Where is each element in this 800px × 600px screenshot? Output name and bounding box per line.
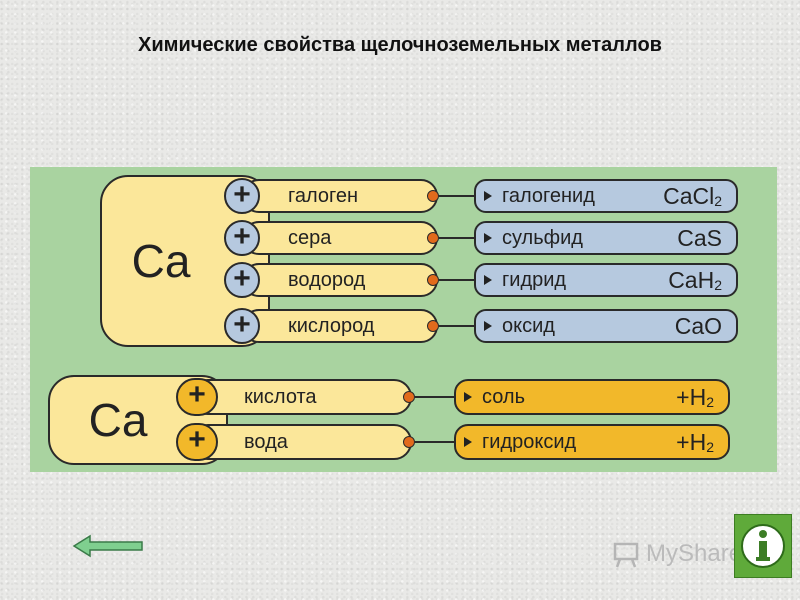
product-label: сульфид — [502, 226, 583, 249]
connector-line — [439, 237, 475, 239]
page-title: Химические свойства щелочноземельных мет… — [138, 34, 662, 56]
connector-dot — [403, 436, 415, 448]
reagent-pill: сера — [242, 221, 438, 255]
product-formula: CaO — [675, 313, 722, 340]
product-box: гидрид CaH2 — [474, 263, 738, 297]
formula-text: CaCl — [663, 182, 715, 209]
plus-icon: + — [176, 423, 218, 461]
reagent-label: кислота — [244, 385, 317, 408]
play-arrow-icon — [464, 392, 472, 402]
connector-dot — [427, 190, 439, 202]
formula-subscript: 2 — [714, 276, 722, 293]
info-button[interactable] — [734, 514, 792, 578]
presentation-icon — [613, 542, 639, 568]
product-label: соль — [482, 385, 525, 408]
formula-text: CaO — [674, 312, 722, 339]
plus-icon: + — [176, 378, 218, 416]
plus-icon: + — [224, 308, 260, 344]
formula-text: CaS — [677, 224, 722, 251]
product-formula: CaS — [677, 225, 722, 252]
product-label: гидрид — [502, 268, 567, 291]
plus-icon: + — [224, 262, 260, 298]
reagent-label: кислород — [288, 314, 375, 337]
connector-line — [439, 279, 475, 281]
connector-line — [415, 441, 455, 443]
product-formula: CaCl2 — [663, 183, 722, 210]
connector-line — [415, 396, 455, 398]
reaction-diagram: Ca галоген + галогенид CaCl2 сера + суль… — [30, 167, 777, 472]
formula-text: CaH — [668, 266, 715, 293]
play-arrow-icon — [484, 275, 492, 285]
product-label: гидроксид — [482, 430, 577, 453]
product-label: галогенид — [502, 184, 595, 207]
product-formula: +H2 — [676, 429, 714, 456]
connector-line — [439, 195, 475, 197]
back-button[interactable] — [72, 534, 144, 558]
connector-dot — [427, 320, 439, 332]
product-box: соль +H2 — [454, 379, 730, 415]
reagent-label: вода — [244, 430, 288, 453]
left-arrow-icon — [72, 534, 143, 558]
reagent-pill: кислота — [190, 379, 412, 415]
info-icon — [741, 524, 785, 568]
reagent-label: сера — [288, 226, 332, 249]
connector-dot — [427, 274, 439, 286]
product-box: оксид CaO — [474, 309, 738, 343]
play-arrow-icon — [464, 437, 472, 447]
formula-subscript: 2 — [706, 438, 714, 455]
connector-line — [439, 325, 475, 327]
reagent-pill: галоген — [242, 179, 438, 213]
play-arrow-icon — [484, 233, 492, 243]
reagent-pill: водород — [242, 263, 438, 297]
product-box: сульфид CaS — [474, 221, 738, 255]
connector-dot — [427, 232, 439, 244]
product-formula: CaH2 — [668, 267, 722, 294]
formula-subscript: 2 — [706, 393, 714, 410]
play-arrow-icon — [484, 321, 492, 331]
formula-text: +H — [676, 428, 707, 455]
reagent-pill: кислород — [242, 309, 438, 343]
reagent-label: галоген — [288, 184, 359, 207]
product-box: галогенид CaCl2 — [474, 179, 738, 213]
product-formula: +H2 — [676, 384, 714, 411]
product-box: гидроксид +H2 — [454, 424, 730, 460]
plus-icon: + — [224, 178, 260, 214]
plus-icon: + — [224, 220, 260, 256]
connector-dot — [403, 391, 415, 403]
play-arrow-icon — [484, 191, 492, 201]
product-label: оксид — [502, 314, 555, 337]
formula-subscript: 2 — [714, 192, 722, 209]
reagent-label: водород — [288, 268, 366, 291]
formula-text: +H — [676, 383, 707, 410]
reagent-pill: вода — [190, 424, 412, 460]
